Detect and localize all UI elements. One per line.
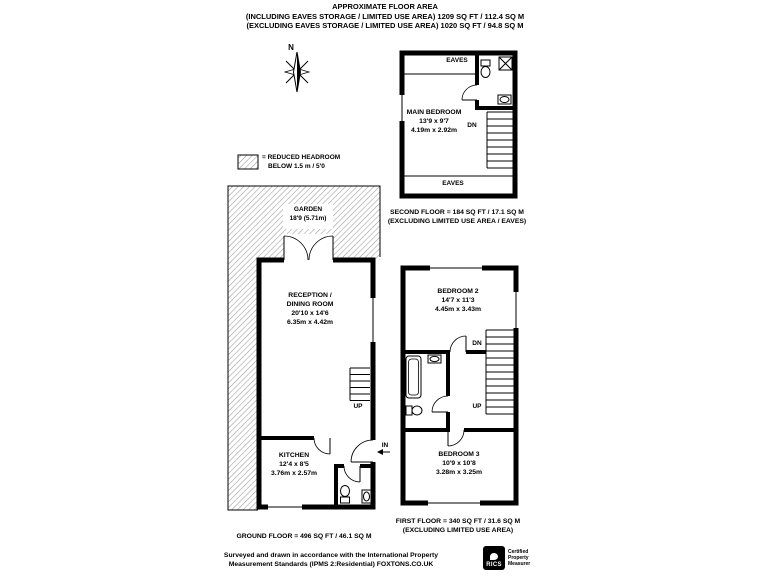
- sink-icon: [497, 94, 512, 105]
- kitchen-size-imperial: 12'4 x 8'5: [279, 461, 309, 468]
- bathroom-door-icon: [461, 84, 478, 101]
- toilet-icon: [480, 59, 491, 78]
- bedroom2-door-icon: [449, 335, 467, 353]
- rics-brand-label: RICS: [486, 562, 502, 568]
- entrance-door-icon: [350, 439, 374, 463]
- reception-name-line1: RECEPTION /: [288, 292, 332, 299]
- first-floor-plan: [400, 264, 520, 507]
- rics-logo: RICS Certified Property Measurer: [483, 546, 530, 570]
- north-label: N: [288, 43, 294, 52]
- total-area-including: (INCLUDING EAVES STORAGE / LIMITED USE A…: [245, 11, 525, 21]
- first-floor-area-note: (EXCLUDING LIMITED USE AREA): [402, 527, 514, 534]
- second-floor-plan: [399, 50, 518, 199]
- bedroom3-size-metric: 3.28m x 3.25m: [435, 469, 483, 476]
- legend-swatch: [237, 154, 259, 170]
- shower-icon: [498, 56, 513, 71]
- stairs-down-icon: [486, 111, 513, 169]
- kitchen-door-icon: [313, 437, 331, 455]
- legend-reduced-headroom: = REDUCED HEADROOM: [262, 154, 341, 161]
- second-floor-area: SECOND FLOOR = 184 SQ FT / 17.1 SQ M: [390, 209, 524, 216]
- toilet-icon: [340, 485, 350, 504]
- main-bedroom-size-imperial: 13'9 x 9'7: [419, 118, 449, 125]
- staircase-icon: [485, 329, 514, 415]
- rics-certification-text: Certified Property Measurer: [508, 549, 530, 567]
- bedroom2-size-imperial: 14'7 x 11'3: [441, 297, 475, 304]
- reception-size-imperial: 20'10 x 14'6: [291, 310, 329, 317]
- sink-icon: [361, 489, 372, 504]
- main-bedroom-size-metric: 4.19m x 2.92m: [410, 127, 458, 134]
- rics-lion-emblem: [490, 553, 498, 560]
- bedroom2-size-metric: 4.45m x 3.43m: [434, 306, 482, 313]
- bedroom3-size-imperial: 10'9 x 10'8: [442, 460, 476, 467]
- stairs-up-label-ground: UP: [353, 403, 363, 410]
- wc-door-icon: [343, 465, 361, 483]
- stairs-down-label-first: DN: [472, 340, 482, 347]
- footer-standards-line1: Surveyed and drawn in accordance with th…: [223, 552, 439, 559]
- bedroom3-door-icon: [447, 429, 465, 447]
- bedroom3-name: BEDROOM 3: [438, 451, 480, 458]
- toilet-icon: [405, 405, 423, 416]
- approximate-floor-area-title: APPROXIMATE FLOOR AREA: [332, 2, 438, 11]
- stairs-up-icon: [349, 367, 370, 401]
- entrance-arrow-icon: [377, 449, 390, 455]
- rics-cert-line: Measurer: [508, 561, 531, 567]
- bedroom2-name: BEDROOM 2: [437, 288, 479, 295]
- first-floor-area: FIRST FLOOR = 340 SQ FT / 31.6 SQ M: [395, 518, 521, 525]
- garden-doors-icon: [283, 235, 334, 261]
- stairs-down-label-second: DN: [467, 122, 477, 129]
- rics-cert-line: Property: [508, 555, 529, 561]
- garden-name: GARDEN: [293, 206, 323, 213]
- bathroom-door-icon: [431, 395, 449, 413]
- sink-icon: [427, 354, 442, 364]
- eaves-label-bottom: EAVES: [442, 180, 464, 187]
- reception-name-line2: DINING ROOM: [286, 301, 334, 308]
- second-floor-area-note: (EXCLUDING LIMITED USE AREA / EAVES): [387, 218, 527, 225]
- garden-size: 18'9 (5.71m): [289, 215, 327, 222]
- compass-icon: [283, 51, 311, 93]
- kitchen-name: KITCHEN: [278, 452, 310, 459]
- garden-area: [227, 185, 381, 511]
- footer-standards-line2: Measurement Standards (IPMS 2:Residentia…: [228, 561, 434, 568]
- legend-below-height: BELOW 1.5 m / 5'0: [268, 162, 325, 170]
- bathtub-icon: [405, 355, 422, 399]
- ground-floor-plan: [256, 235, 390, 511]
- rics-badge: RICS: [483, 546, 505, 570]
- main-bedroom-name: MAIN BEDROOM: [406, 109, 462, 116]
- entrance-label: IN: [381, 442, 389, 449]
- reception-size-metric: 6.35m x 4.42m: [286, 319, 334, 326]
- ground-floor-area: GROUND FLOOR = 496 SQ FT / 46.1 SQ M: [236, 533, 372, 540]
- stairs-up-label-first: UP: [472, 403, 482, 410]
- kitchen-size-metric: 3.76m x 2.57m: [270, 470, 318, 477]
- rics-cert-line: Certified: [508, 549, 529, 555]
- total-area-excluding: (EXCLUDING EAVES STORAGE / LIMITED USE A…: [246, 20, 524, 30]
- eaves-label-top: EAVES: [446, 57, 468, 64]
